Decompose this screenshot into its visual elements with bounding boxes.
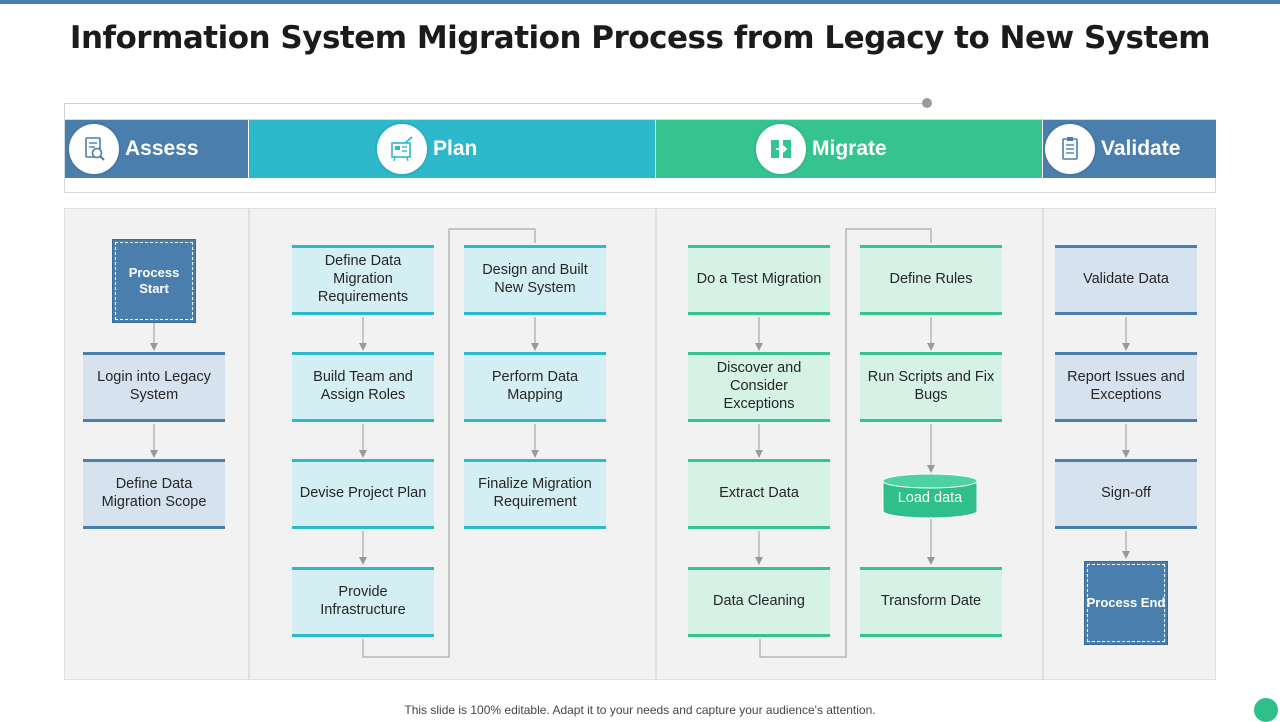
validate-step-report-issues: Report Issues and Exceptions	[1055, 352, 1197, 422]
assess-step-define-scope: Define Data Migration Scope	[83, 459, 225, 529]
phase-header-migrate: Migrate	[656, 120, 1042, 178]
clipboard-checklist-icon	[1045, 124, 1095, 174]
migrate-step-data-cleaning: Data Cleaning	[688, 567, 830, 637]
migrate-step-run-scripts: Run Scripts and Fix Bugs	[860, 352, 1002, 422]
process-end-node: Process End	[1084, 561, 1168, 645]
corner-accent-dot	[1254, 698, 1278, 722]
plan-step-provide-infrastructure: Provide Infrastructure	[292, 567, 434, 637]
phase-header-assess: Assess	[65, 120, 248, 178]
phase-label-assess: Assess	[125, 137, 199, 160]
assess-step-login: Login into Legacy System	[83, 352, 225, 422]
transfer-icon	[756, 124, 806, 174]
plan-step-devise-plan: Devise Project Plan	[292, 459, 434, 529]
document-search-icon	[69, 124, 119, 174]
migrate-step-test-migration: Do a Test Migration	[688, 245, 830, 315]
plan-step-define-requirements: Define Data Migration Requirements	[292, 245, 434, 315]
plan-step-finalize-requirement: Finalize Migration Requirement	[464, 459, 606, 529]
plan-step-data-mapping: Perform Data Mapping	[464, 352, 606, 422]
phase-label-validate: Validate	[1101, 137, 1181, 160]
plan-step-build-team: Build Team and Assign Roles	[292, 352, 434, 422]
migrate-step-exceptions: Discover and Consider Exceptions	[688, 352, 830, 422]
phase-label-plan: Plan	[433, 137, 478, 160]
plan-step-design-system: Design and Built New System	[464, 245, 606, 315]
top-accent-bar	[0, 0, 1280, 4]
migrate-step-define-rules: Define Rules	[860, 245, 1002, 315]
planning-board-icon	[377, 124, 427, 174]
slide-title: Information System Migration Process fro…	[69, 20, 1211, 56]
phase-header-validate: Validate	[1043, 120, 1216, 178]
footer-note: This slide is 100% editable. Adapt it to…	[404, 703, 876, 717]
process-start-node: Process Start	[112, 239, 196, 323]
phase-header-plan: Plan	[249, 120, 655, 178]
load-data-label: Load data	[897, 490, 963, 506]
database-cylinder-icon	[882, 473, 978, 519]
timeline-line	[64, 103, 927, 104]
timeline-line-left	[64, 103, 65, 119]
migrate-step-transform: Transform Date	[860, 567, 1002, 637]
validate-step-sign-off: Sign-off	[1055, 459, 1197, 529]
load-data-database: Load data	[882, 473, 978, 519]
phase-label-migrate: Migrate	[812, 137, 887, 160]
validate-step-validate-data: Validate Data	[1055, 245, 1197, 315]
timeline-dot	[922, 98, 932, 108]
migrate-step-extract-data: Extract Data	[688, 459, 830, 529]
